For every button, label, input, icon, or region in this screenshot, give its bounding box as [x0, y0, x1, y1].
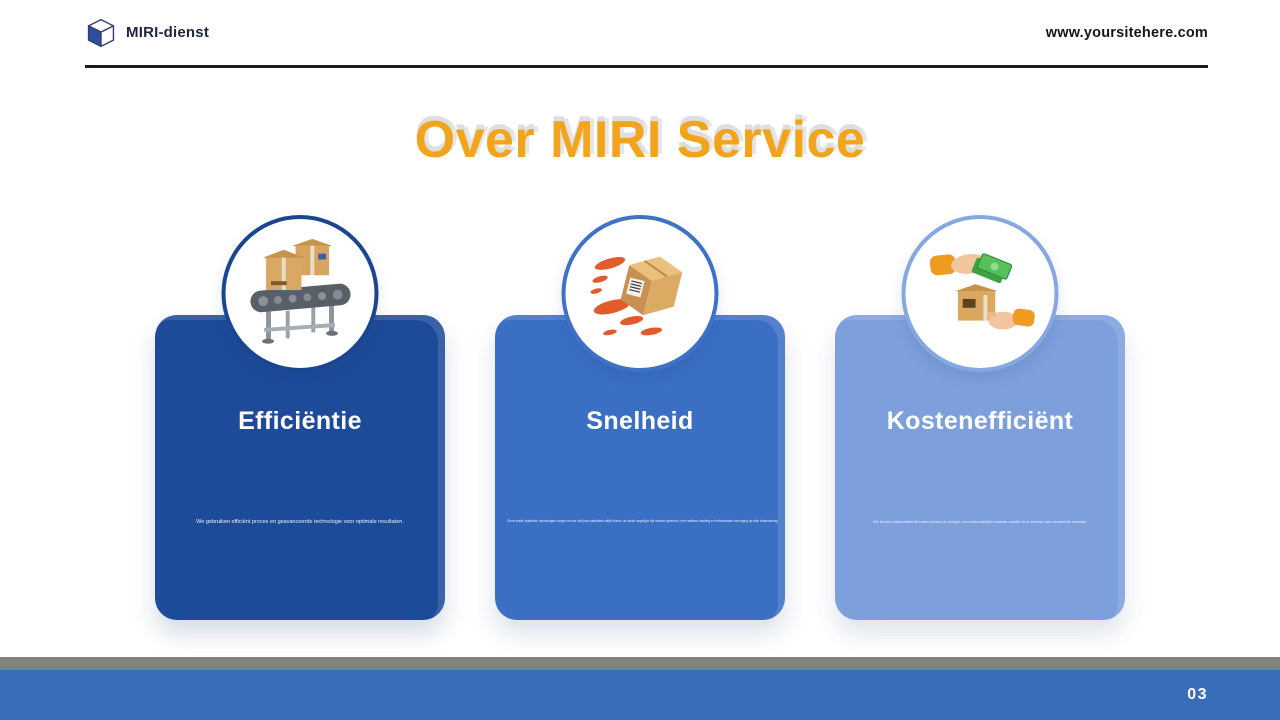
card-snelheid-description: Onze snelle logistieke oplossingen zorge…	[507, 519, 779, 523]
card-snelheid: Snelheid Onze snelle logistieke oplossin…	[495, 215, 785, 620]
page-title: Over MIRI Service	[414, 111, 866, 169]
card-kostenefficient-description: We bieden topkwaliteit diensten binnen j…	[873, 519, 1087, 524]
feature-cards: Efficiëntie We gebruiken efficiënt proce…	[155, 215, 1125, 620]
page-number: 03	[1187, 686, 1208, 703]
cube-logo-icon	[87, 18, 115, 47]
brand: MIRI-dienst	[85, 17, 209, 49]
card-kostenefficient-title: Kostenefficiënt	[886, 407, 1074, 435]
card-efficientie: Efficiëntie We gebruiken efficiënt proce…	[155, 215, 445, 620]
card-kostenefficient: Kostenefficiënt We bieden topkwaliteit d…	[835, 215, 1125, 620]
card-efficientie-title: Efficiëntie	[238, 407, 362, 435]
card-efficientie-image-circle	[221, 215, 379, 372]
brand-name: MIRI-dienst	[126, 24, 210, 41]
header: MIRI-dienst www.yoursitehere.com	[85, 0, 1208, 68]
card-kostenefficient-image-circle	[901, 215, 1059, 372]
card-snelheid-title: Snelheid	[586, 407, 694, 435]
money-exchange-illustration	[929, 252, 1035, 329]
card-snelheid-image-circle	[561, 215, 719, 372]
website-url: www.yoursitehere.com	[1045, 24, 1208, 41]
footer-bar: 03	[0, 670, 1280, 720]
card-efficientie-description: We gebruiken efficiënt proces en geavanc…	[196, 519, 404, 525]
flying-package-illustration	[589, 256, 682, 335]
conveyor-belt-illustration	[249, 238, 351, 344]
footer-gray-strip	[0, 657, 1280, 670]
